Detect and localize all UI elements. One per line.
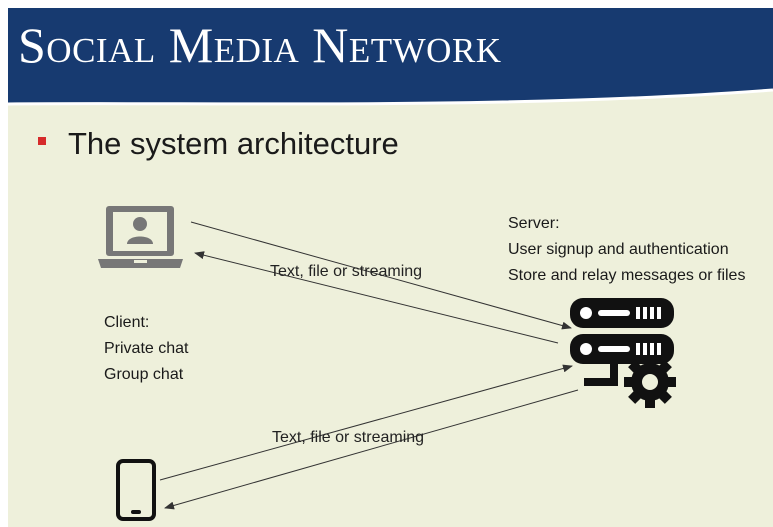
arrow-server-to-phone	[164, 389, 579, 510]
title-banner: Social Media Network	[8, 8, 773, 120]
server-heading: Server:	[508, 215, 560, 232]
client-line: Private chat	[104, 340, 189, 357]
client-line: Group chat	[104, 366, 184, 383]
server-line: User signup and authentication	[508, 241, 729, 258]
laptop-arrow-label: Text, file or streaming	[270, 263, 423, 280]
arrow-laptop-to-server	[190, 221, 572, 330]
server-line: Store and relay messages or files	[508, 267, 746, 284]
client-description: Client: Private chat Group chat	[104, 310, 188, 388]
gear-icon	[624, 356, 676, 408]
arrow-server-to-laptop	[194, 251, 559, 344]
page-title: Social Media Network	[18, 17, 502, 73]
phone-icon	[116, 459, 156, 521]
server-icon	[570, 298, 676, 408]
bullet-marker	[38, 137, 46, 145]
banner-swoosh	[8, 88, 773, 120]
phone-arrow-label: Text, file or streaming	[272, 429, 425, 446]
bullet-text: The system architecture	[68, 126, 399, 161]
client-heading: Client:	[104, 314, 150, 331]
laptop-icon	[98, 206, 183, 268]
connection-arrows	[159, 221, 579, 510]
slide: Social Media Network The system architec…	[8, 8, 773, 527]
arrow-phone-to-server	[159, 364, 573, 481]
server-description: Server: User signup and authentication S…	[508, 211, 745, 289]
